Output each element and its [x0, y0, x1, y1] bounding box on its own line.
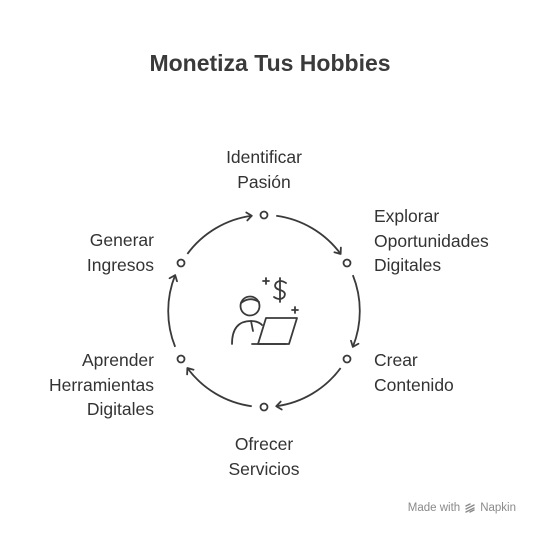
cycle-arrow-2 [350, 274, 361, 348]
step-label-crear-contenido: Crear Contenido [374, 350, 454, 395]
napkin-logo-icon [465, 503, 475, 513]
step-label-explorar-oportunidades: Explorar Oportunidades Digitales [374, 206, 489, 275]
node-crear-contenido [342, 354, 352, 364]
cycle-arrow-3 [275, 367, 342, 411]
cycle-arrow-4 [186, 367, 252, 408]
cycle-arrow-6 [186, 211, 253, 255]
made-with-label: Made with [407, 502, 461, 514]
step-label-identificar-pasion: Identificar Pasión [226, 147, 302, 192]
node-explorar-oportunidades [342, 258, 352, 268]
step-label-generar-ingresos: Generar Ingresos [86, 230, 154, 275]
diagram-title: Monetiza Tus Hobbies [149, 50, 391, 76]
cycle-arrow-5 [167, 274, 178, 348]
cycle-arrow-1 [276, 214, 342, 255]
node-aprender-herramientas [176, 354, 186, 364]
made-with-napkin-credit[interactable]: Made with Napkin [408, 502, 516, 514]
step-label-ofrecer-servicios: Ofrecer Servicios [228, 434, 300, 479]
person-laptop-money-icon [231, 277, 299, 345]
step-label-aprender-herramientas: Aprender Herramientas Digitales [48, 350, 154, 419]
node-ofrecer-servicios [259, 402, 269, 412]
node-generar-ingresos [176, 258, 186, 268]
node-identificar-pasion [259, 210, 269, 220]
napkin-brand-label: Napkin [480, 502, 516, 514]
